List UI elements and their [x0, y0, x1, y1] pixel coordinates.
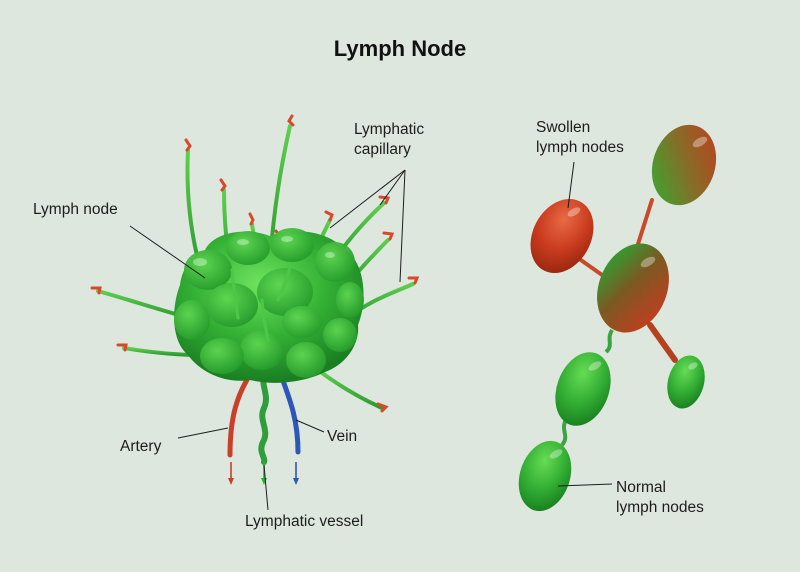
- normal-node-bottom: [518, 440, 572, 512]
- label-lymphatic-capillary-line2: capillary: [354, 141, 411, 158]
- leader-lines-right: [557, 161, 613, 487]
- label-lymphatic-capillary-line1: Lymphatic: [354, 121, 425, 138]
- swollen-node-top: [651, 124, 717, 206]
- label-normal-nodes-line2: lymph nodes: [616, 499, 704, 516]
- label-artery: Artery: [120, 438, 162, 455]
- swollen-node-left: [530, 198, 594, 274]
- label-normal-nodes: Normal lymph nodes: [616, 478, 704, 518]
- lymphatic-vessel: [258, 369, 269, 465]
- lymph-node-chain: [518, 124, 717, 512]
- leader-lines-left: [129, 169, 406, 511]
- flow-arrows: [228, 462, 299, 485]
- label-vein: Vein: [327, 428, 358, 445]
- vein-vessel: [279, 375, 301, 455]
- normal-node-right: [667, 355, 705, 409]
- label-lymphatic-capillary: Lymphatic capillary: [354, 120, 424, 160]
- capillaries-front: [230, 266, 292, 342]
- label-normal-nodes-line1: Normal: [616, 479, 666, 496]
- blood-vessels: [227, 369, 301, 465]
- diagram-title: Lymph Node: [333, 36, 467, 61]
- lymph-node-body: [174, 228, 364, 383]
- label-lymph-node: Lymph node: [33, 201, 118, 218]
- label-swollen-nodes-line1: Swollen: [536, 119, 591, 136]
- artery-vessel: [227, 375, 251, 458]
- swollen-node-center: [597, 243, 669, 333]
- label-swollen-nodes: Swollen lymph nodes: [536, 118, 624, 158]
- label-lymphatic-vessel: Lymphatic vessel: [245, 513, 364, 530]
- label-swollen-nodes-line2: lymph nodes: [536, 139, 624, 156]
- normal-node-middle: [555, 352, 611, 426]
